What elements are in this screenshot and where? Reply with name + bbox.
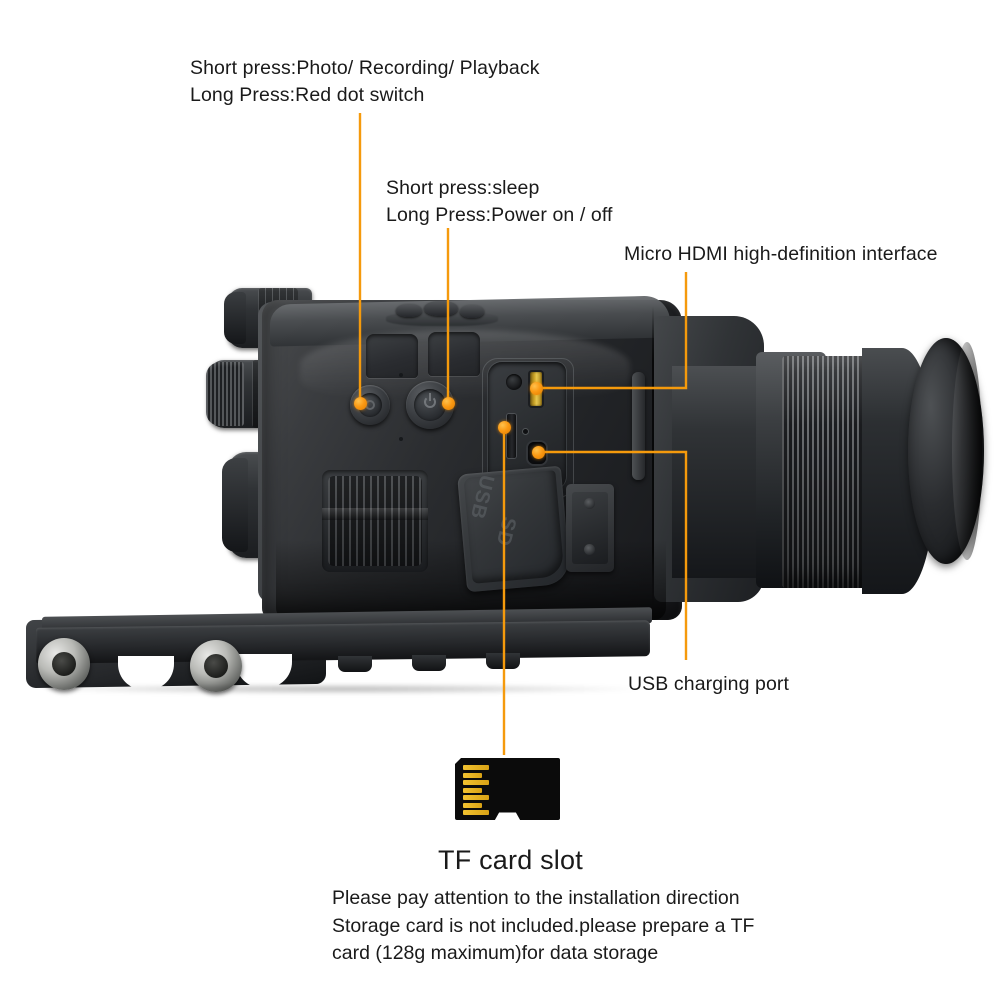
callout-dot-micro-hdmi <box>529 381 543 395</box>
tf-card-slot-title: TF card slot <box>438 845 583 875</box>
tf-card-instructions: Please pay attention to the installation… <box>332 885 754 968</box>
instruction-line: Please pay attention to the installation… <box>332 887 740 909</box>
battery-compartment-ribs <box>328 476 422 566</box>
callout-text-line: Short press:sleep <box>386 177 540 199</box>
mount-thumbscrew-rear-head <box>204 654 228 678</box>
flank-recess-left <box>366 334 418 378</box>
tf-card-pin-4 <box>463 788 482 793</box>
reset-pinhole[interactable] <box>523 429 528 434</box>
panel-dot-upper <box>399 373 403 377</box>
rail-foot-2 <box>412 655 446 671</box>
callout-dot-power-button <box>441 396 455 410</box>
tf-card-pin-3 <box>463 780 489 785</box>
callout-label-micro-hdmi: Micro HDMI high-definition interface <box>624 241 938 268</box>
panel-dot-lower <box>399 437 403 441</box>
callout-dot-usb-charging-port <box>531 445 545 459</box>
instruction-line: card (128g maximum)for data storage <box>332 942 659 964</box>
top-button-center[interactable] <box>424 301 458 316</box>
callout-text-line: Micro HDMI high-definition interface <box>624 243 938 265</box>
callout-text-line: Long Press:Power on / off <box>386 204 613 226</box>
tf-card-slot[interactable] <box>507 414 516 458</box>
mount-thumbscrew-front-head <box>52 652 76 676</box>
callout-text-line: Short press:Photo/ Recording/ Playback <box>190 57 540 79</box>
side-latch[interactable] <box>632 372 645 480</box>
tf-card-graphic <box>455 758 560 820</box>
laser-knurled-ring <box>206 362 244 426</box>
tf-card-pin-6 <box>463 803 482 808</box>
battery-compartment <box>322 470 428 572</box>
callout-text-line: Long Press:Red dot switch <box>190 84 425 106</box>
focus-ring-shading <box>782 356 868 588</box>
callout-label-usb-charging-port: USB charging port <box>628 671 789 698</box>
battery-compartment-band <box>322 508 428 520</box>
rail-foot-3 <box>486 653 520 669</box>
tf-card-pin-7 <box>463 810 489 815</box>
callout-text-line: USB charging port <box>628 673 790 695</box>
flank-recess-right <box>428 332 480 376</box>
audio-jack[interactable] <box>506 374 522 390</box>
mode-button-glyph <box>365 400 375 410</box>
callout-dot-tf-card-slot <box>497 420 511 434</box>
tf-card-pin-5 <box>463 795 489 800</box>
tf-card-pin-2 <box>463 773 482 778</box>
callout-dot-mode-button <box>353 396 367 410</box>
power-icon-stem <box>429 393 431 401</box>
instruction-line: Storage card is not included.please prep… <box>332 914 755 937</box>
focus-ring[interactable] <box>782 356 868 588</box>
tf-card-pin-1 <box>463 765 489 770</box>
objective-lens-cap <box>222 458 248 552</box>
mount-rail-shadow <box>40 684 640 694</box>
top-button-left[interactable] <box>396 304 422 317</box>
ir-illuminator-cap <box>224 292 246 344</box>
eyecup-rim <box>952 342 982 560</box>
mount-plate-screw-top <box>584 498 595 509</box>
power-icon <box>424 396 436 408</box>
rail-foot-1 <box>338 656 372 672</box>
top-button-right[interactable] <box>460 305 484 318</box>
mount-plate-screw-bottom <box>584 544 595 555</box>
